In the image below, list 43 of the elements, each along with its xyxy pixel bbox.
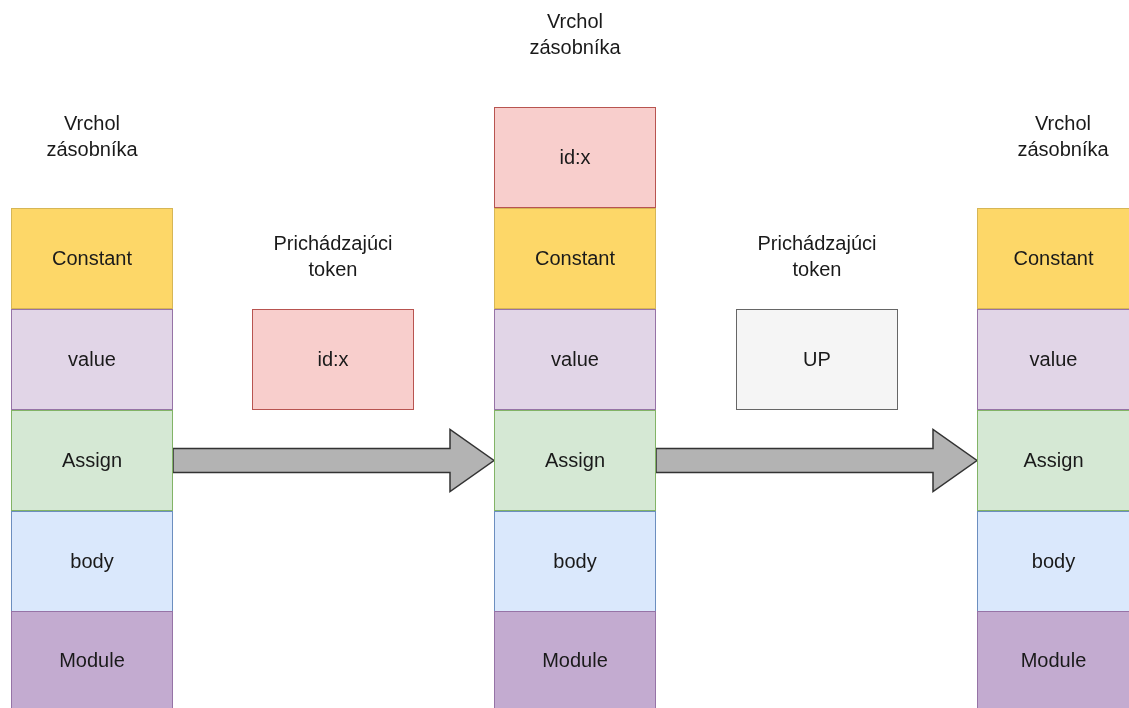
stack-cell <box>494 611 656 708</box>
cell-text: body <box>1031 550 1076 573</box>
cell-text: value <box>551 348 599 371</box>
cell-text: Module <box>542 649 608 672</box>
cell-text: id:x <box>559 146 591 169</box>
stack-cell <box>977 511 1129 612</box>
cell-text: value <box>1029 348 1078 371</box>
cell-text: value <box>68 348 116 371</box>
token-box <box>252 309 414 410</box>
token-box <box>736 309 898 410</box>
cell-text: Constant <box>1013 247 1094 270</box>
cell-text: body <box>70 550 114 573</box>
block-arrow <box>655 428 979 493</box>
cell-text: Constant <box>534 247 616 270</box>
cell-text: Constant <box>51 247 133 270</box>
stack-cell <box>977 208 1129 309</box>
incoming-token-label: Prichádzajúci token <box>272 231 394 282</box>
stack-cell <box>977 611 1129 708</box>
block-arrow <box>172 428 496 493</box>
stack-top-label: Vrchol zásobníka <box>45 111 139 162</box>
cell-text: Assign <box>1023 449 1084 472</box>
cell-text: UP <box>803 348 831 371</box>
cell-text: Assign <box>545 449 605 472</box>
stack-cell <box>11 611 173 708</box>
stack-top-label: Vrchol zásobníka <box>1016 111 1110 162</box>
stack-top-label: Vrchol zásobníka <box>528 9 622 60</box>
cell-text: body <box>553 550 597 573</box>
stack-cell <box>11 511 173 612</box>
stack-cell <box>494 107 656 208</box>
stack-cell <box>11 410 173 511</box>
cell-text: id:x <box>317 348 349 371</box>
incoming-token-label: Prichádzajúci token <box>756 231 878 282</box>
stack-cell <box>977 309 1129 410</box>
cell-text: Module <box>59 649 125 672</box>
stack-cell <box>11 309 173 410</box>
cell-text: Module <box>1020 649 1087 672</box>
stack-cell <box>494 511 656 612</box>
stack-cell <box>494 309 656 410</box>
stack-cell <box>11 208 173 309</box>
stack-cell <box>977 410 1129 511</box>
stack-cell <box>494 208 656 309</box>
cell-text: Assign <box>62 449 122 472</box>
stack-cell <box>494 410 656 511</box>
